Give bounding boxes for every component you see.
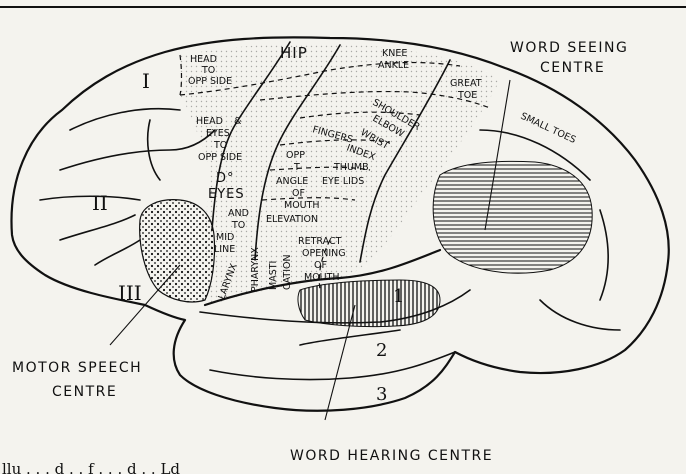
- caption-fragment: llu . . . d . . f . . . d . . Ld: [2, 460, 180, 474]
- temporal-sulcus-2: [209, 351, 456, 381]
- region-retract-4: MOUTH: [304, 272, 340, 283]
- roman-numeral-2: II: [92, 191, 108, 215]
- word-seeing-area: [432, 160, 593, 274]
- region-opp: OPP: [286, 150, 305, 161]
- frontal-sulcus-4: [59, 214, 136, 241]
- parietal-sulcus-1: [479, 129, 591, 181]
- region-of: OF: [292, 188, 305, 199]
- frontal-sulcus-1: [69, 107, 181, 131]
- region-mid-line-1: AND: [228, 208, 249, 219]
- region-head-eyes-2: &: [234, 116, 242, 127]
- brain-outline: [10, 36, 670, 412]
- region-head-eyes-4: TO: [213, 140, 227, 151]
- region-head-eyes-1: HEAD: [196, 116, 223, 127]
- motor-stipple: [180, 43, 500, 305]
- motor-speech-label-line1: MOTOR SPEECH: [12, 360, 142, 376]
- region-cation: CATION: [282, 254, 293, 290]
- region-head-eyes-3: EYES: [206, 128, 230, 139]
- word-seeing-label-line2: CENTRE: [540, 60, 605, 76]
- word-seeing-label-line1: WORD SEEING: [510, 40, 628, 56]
- region-mid-line-2: TO: [231, 220, 245, 231]
- region-hip: HIP: [280, 44, 308, 62]
- region-masti: MASTI: [268, 261, 279, 290]
- word-hearing-area: [297, 279, 441, 328]
- region-mouth: MOUTH: [284, 200, 320, 211]
- region-retract-2: OPENING: [302, 248, 346, 259]
- region-eye-lids: EYE LIDS: [322, 176, 364, 187]
- parietal-sulcus-3: [539, 299, 621, 331]
- gyrus-number-3: 3: [376, 384, 387, 405]
- frontal-sulcus-2: [59, 129, 216, 171]
- region-great: GREAT: [450, 78, 482, 89]
- region-elevation: ELEVATION: [266, 214, 318, 225]
- parietal-sulcus-2: [599, 209, 610, 301]
- word-seeing-pointer: [484, 79, 511, 231]
- region-head-1: HEAD: [190, 54, 217, 65]
- region-toe: TOE: [457, 90, 477, 101]
- region-head-2: TO: [201, 65, 215, 76]
- motor-speech-pointer: [109, 264, 181, 346]
- region-angle: ANGLE: [276, 176, 308, 187]
- region-knee: KNEE: [382, 48, 407, 59]
- motor-speech-area: [139, 199, 216, 303]
- region-thumb: THUMB: [333, 162, 369, 173]
- gyrus-number-2: 2: [376, 340, 387, 361]
- word-hearing-pointer: [324, 304, 356, 421]
- roman-numeral-3: III: [118, 281, 142, 305]
- region-head-eyes-5: OPP SIDE: [198, 152, 242, 163]
- region-retract-1: RETRACT: [298, 236, 342, 247]
- region-head-3: OPP SIDE: [188, 76, 232, 87]
- gyrus-number-1: 1: [393, 286, 404, 307]
- motor-speech-label-line2: CENTRE: [52, 384, 117, 400]
- temporal-sulcus-3: [299, 329, 401, 346]
- region-do-eyes-2: EYES: [208, 187, 245, 202]
- frontal-sulcus-5: [94, 239, 141, 266]
- region-do-eyes-1: D°: [216, 171, 235, 186]
- region-mid-line-3: MID: [216, 232, 234, 243]
- region-pharynx: PHARYNX: [250, 247, 261, 292]
- region-small-toes: SMALL TOES: [519, 111, 578, 146]
- region-t: T: [293, 162, 300, 173]
- region-retract-3: OF: [314, 260, 327, 271]
- frontal-sulcus-6: [146, 119, 161, 181]
- region-ankle: ANKLE: [378, 60, 409, 71]
- word-hearing-label: WORD HEARING CENTRE: [290, 448, 493, 464]
- region-mid-line-4: LINE: [214, 244, 235, 255]
- frontal-sulcus-3: [39, 195, 141, 201]
- roman-numeral-1: I: [142, 69, 150, 93]
